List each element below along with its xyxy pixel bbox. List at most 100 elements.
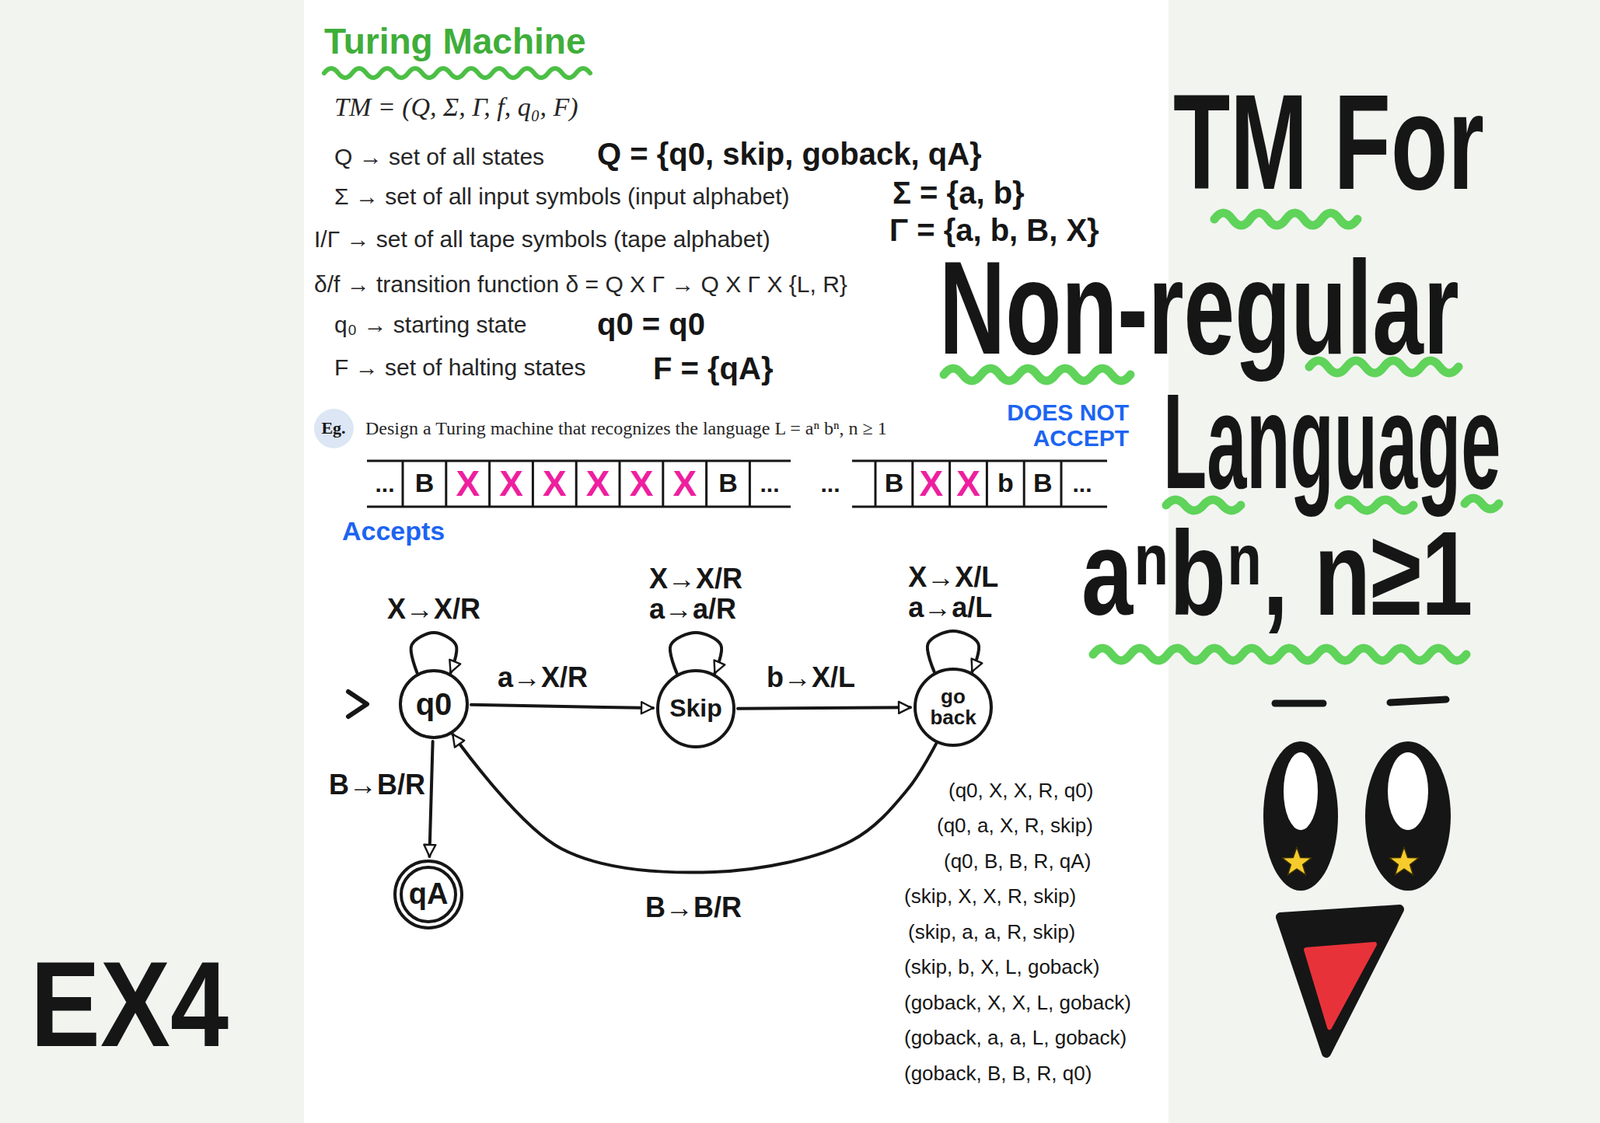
definition-line: δ/f → transition function δ = Q X Γ → Q … bbox=[314, 271, 848, 297]
crossed-tape-cell: X bbox=[672, 464, 697, 504]
heading-word: Non-regular bbox=[939, 241, 1460, 374]
tape-edge bbox=[852, 460, 1108, 463]
circle-outline bbox=[915, 669, 992, 746]
tape-ellipsis: ... bbox=[820, 471, 840, 497]
star-sparkle bbox=[1389, 847, 1419, 876]
tape-divider bbox=[1023, 461, 1026, 507]
tape-divider bbox=[985, 461, 989, 507]
tape-divider bbox=[618, 461, 622, 507]
tape-divider bbox=[948, 461, 951, 507]
tape-ellipsis: ... bbox=[759, 471, 780, 497]
squiggle bbox=[1214, 213, 1358, 226]
definition-line: F → set of halting states bbox=[334, 354, 586, 381]
accept-ring bbox=[401, 867, 456, 923]
transition-tuple: (goback, X, X, L, goback) bbox=[904, 992, 1132, 1015]
transition-arrow bbox=[452, 734, 937, 874]
state-circle: q0 bbox=[398, 668, 470, 741]
smiley-face bbox=[1263, 699, 1451, 1054]
transition-label: a→X/R bbox=[494, 662, 591, 694]
crossed-tape-cell: X bbox=[455, 464, 480, 504]
transition-label: b→X/L bbox=[763, 662, 859, 694]
transition-arrow bbox=[429, 741, 433, 857]
node-text: qA bbox=[408, 879, 449, 911]
tape-divider bbox=[488, 461, 491, 507]
circle-outline bbox=[394, 861, 462, 929]
node-text: q0 bbox=[415, 688, 453, 721]
crossed-tape-cell: X bbox=[629, 464, 654, 504]
annotation: DOES NOT ACCEPT bbox=[995, 399, 1129, 451]
tape-cell: B bbox=[718, 468, 738, 498]
star-sparkle bbox=[1282, 847, 1312, 876]
tape-divider bbox=[1060, 461, 1063, 507]
tape-divider bbox=[705, 461, 708, 507]
eye-shine bbox=[1387, 752, 1429, 831]
tape-divider bbox=[575, 461, 578, 507]
circle-outline bbox=[314, 408, 354, 449]
definition-line: q₀ → starting state bbox=[334, 311, 528, 338]
heading-word: TM For bbox=[1173, 73, 1485, 210]
transition-label: X→X/L a→a/L bbox=[904, 562, 1001, 624]
heading-word: aⁿbⁿ, n≥1 bbox=[1081, 513, 1473, 634]
tape-cell: B bbox=[884, 468, 905, 498]
start-marker bbox=[348, 691, 367, 717]
eye bbox=[1263, 741, 1338, 891]
transition-arrow bbox=[737, 707, 911, 709]
state-circle: Skip bbox=[655, 668, 737, 750]
example-tag: EX4 bbox=[30, 944, 229, 1066]
tape-divider bbox=[874, 461, 877, 507]
transition-tuple: (skip, b, X, L, goback) bbox=[904, 956, 1100, 979]
tape-cell: B bbox=[415, 468, 435, 498]
tape-ellipsis: ... bbox=[1072, 471, 1092, 497]
transition-tuple: (q0, B, B, R, qA) bbox=[943, 850, 1091, 874]
formula: TM = (Q, Σ, Γ, f, q₀, F) bbox=[334, 92, 579, 122]
handwritten-value: q0 = q0 bbox=[597, 307, 706, 342]
eye bbox=[1365, 741, 1451, 891]
eye-shine bbox=[1283, 752, 1318, 831]
node-text: Eg. bbox=[321, 419, 346, 437]
eyebrow bbox=[1390, 699, 1447, 703]
annotation: Accepts bbox=[342, 517, 445, 546]
heading-word: Language bbox=[1163, 373, 1501, 510]
transition-tuple: (skip, a, a, R, skip) bbox=[908, 921, 1076, 944]
transition-arrow bbox=[670, 632, 722, 674]
handwritten-value: Σ = {a, b} bbox=[892, 175, 1025, 210]
tongue bbox=[1306, 944, 1375, 1028]
crossed-tape-cell: X bbox=[586, 464, 611, 504]
handwritten-value: Q = {q0, skip, goback, qA} bbox=[597, 136, 982, 172]
tape-edge bbox=[852, 506, 1108, 509]
tape-divider bbox=[444, 461, 448, 507]
accept-state: qA bbox=[392, 859, 465, 931]
paper-sheet bbox=[303, 0, 1169, 1123]
handwritten-value: F = {qA} bbox=[653, 351, 773, 386]
circle-outline bbox=[657, 670, 734, 748]
definition-line: Q → set of all states bbox=[334, 143, 545, 170]
transition-arrow bbox=[471, 705, 654, 709]
tape-divider bbox=[661, 461, 664, 507]
tape-divider bbox=[911, 461, 914, 507]
tape-divider bbox=[748, 461, 752, 507]
squiggle bbox=[1093, 648, 1467, 661]
crossed-tape-cell: X bbox=[499, 464, 524, 504]
circle-outline bbox=[400, 670, 468, 738]
transition-label: B→B/R bbox=[325, 769, 429, 801]
crossed-tape-cell: X bbox=[956, 464, 981, 504]
transition-label: X→X/R a→a/R bbox=[646, 563, 746, 626]
example-text: Design a Turing machine that recognizes … bbox=[365, 418, 888, 439]
transition-tuple: (skip, X, X, R, skip) bbox=[904, 885, 1076, 909]
transition-arrow bbox=[927, 631, 979, 672]
title: Turing Machine bbox=[324, 21, 587, 62]
tape-cell: b bbox=[997, 468, 1014, 498]
tape-ellipsis: ... bbox=[374, 471, 395, 497]
transition-arrow bbox=[411, 632, 458, 673]
definition-line: I/Γ → set of all tape symbols (tape alph… bbox=[314, 226, 771, 252]
node-text: go back bbox=[929, 686, 976, 730]
transition-label: B→B/R bbox=[642, 892, 745, 924]
mouth bbox=[1280, 909, 1400, 1054]
transition-tuple: (goback, a, a, L, goback) bbox=[904, 1027, 1127, 1050]
tape-edge bbox=[366, 506, 791, 509]
tape-cell: B bbox=[1033, 468, 1053, 498]
eyebrow bbox=[1275, 700, 1324, 708]
tape-divider bbox=[401, 461, 405, 507]
definition-line: Σ → set of all input symbols (input alph… bbox=[334, 183, 790, 210]
